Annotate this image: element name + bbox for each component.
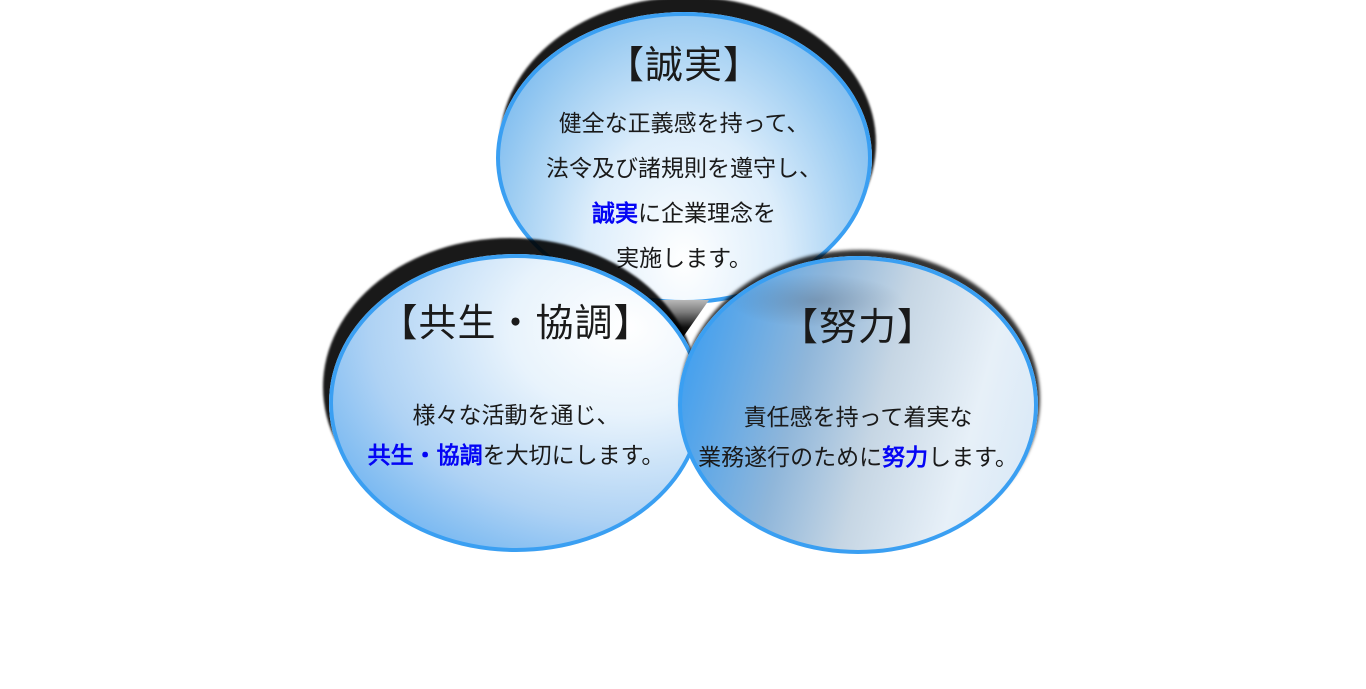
emphasis-text: 努力 [882, 445, 929, 471]
ellipse-symbiosis-body: 様々な活動を通じ、 共生・協調を大切にします。 [333, 396, 699, 476]
body-line: 法令及び諸規則を遵守し、 [546, 156, 822, 182]
emphasis-text: 誠実 [592, 201, 638, 227]
ellipse-sincerity-title: 【誠実】 [605, 43, 762, 87]
ellipse-symbiosis-cooperation: 【共生・協調】 様々な活動を通じ、 共生・協調を大切にします。 [329, 254, 703, 552]
body-line: 共生・協調を大切にします。 [367, 443, 665, 469]
body-line: 責任感を持って着実な [743, 405, 973, 431]
body-line: 様々な活動を通じ、 [412, 403, 620, 429]
body-line: 実施します。 [616, 246, 752, 272]
emphasis-text: 共生・協調 [367, 443, 483, 469]
ellipse-effort-body: 責任感を持って着実な 業務遂行のために努力します。 [682, 398, 1034, 478]
ellipse-effort-title: 【努力】 [779, 305, 936, 349]
ellipse-sincerity-body: 健全な正義感を持って、 法令及び諸規則を遵守し、 誠実に企業理念を 実施します。 [500, 102, 868, 282]
body-line: 業務遂行のために努力します。 [698, 445, 1018, 471]
ellipse-sincerity: 【誠実】 健全な正義感を持って、 法令及び諸規則を遵守し、 誠実に企業理念を 実… [496, 12, 872, 304]
ellipse-effort: 【努力】 責任感を持って着実な 業務遂行のために努力します。 [678, 256, 1038, 554]
body-line: 健全な正義感を持って、 [558, 111, 810, 137]
ellipse-symbiosis-title: 【共生・協調】 [379, 301, 653, 345]
body-line: 誠実に企業理念を [592, 201, 776, 227]
